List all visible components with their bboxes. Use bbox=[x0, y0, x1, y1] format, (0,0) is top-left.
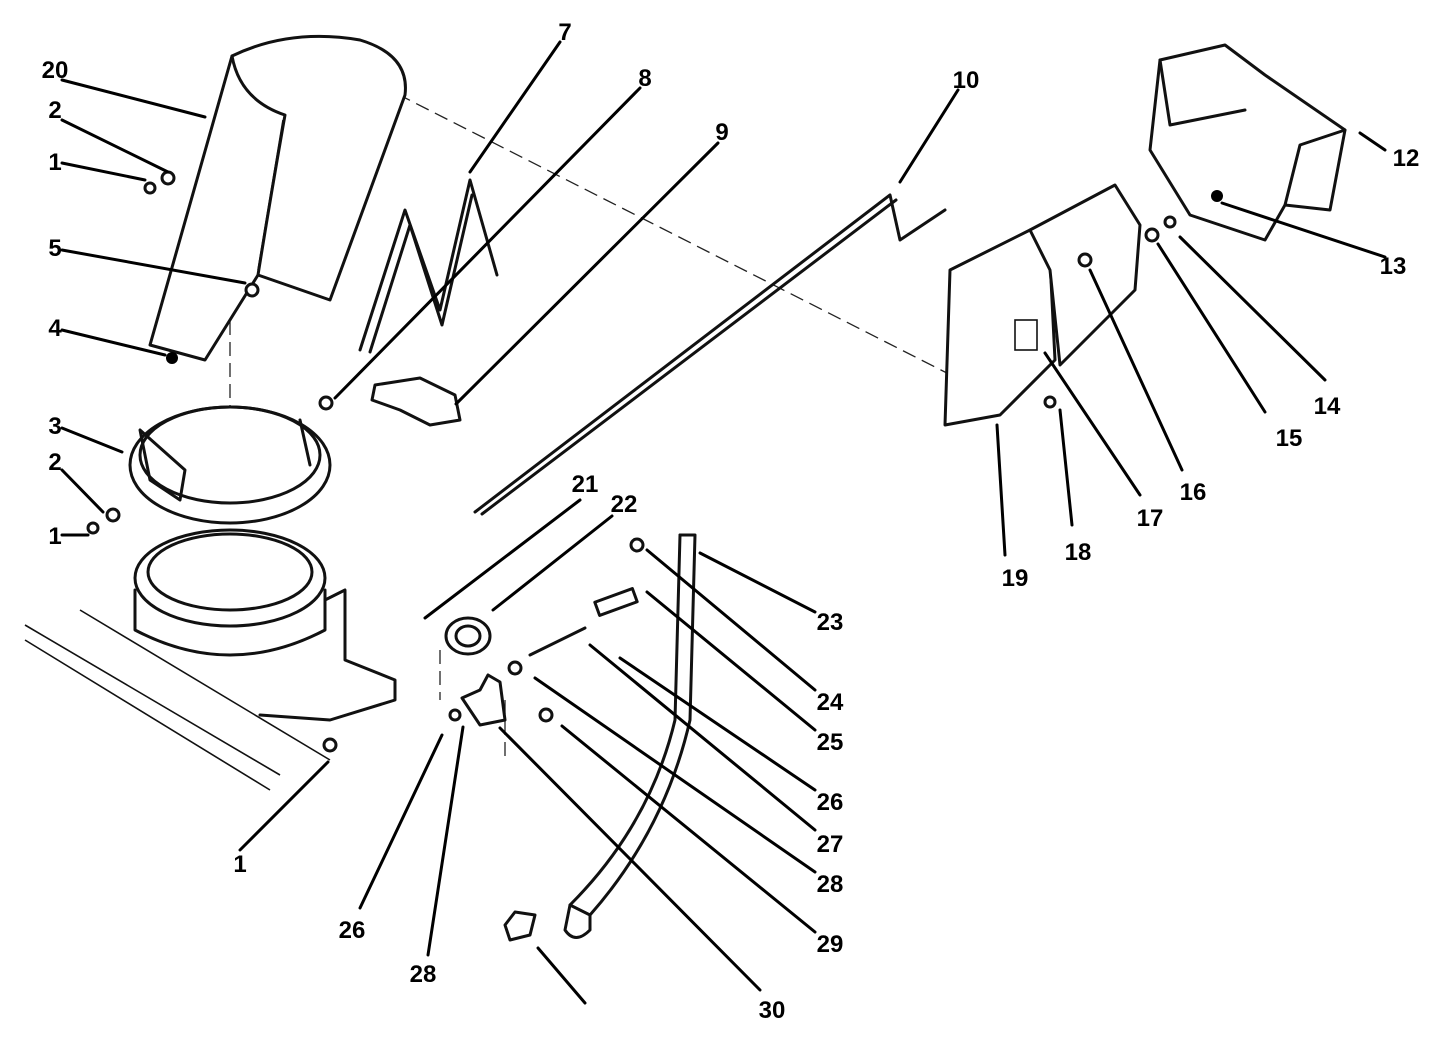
chute-deflector-part bbox=[148, 34, 407, 362]
callout-labels: 20 2 1 5 4 3 2 1 1 7 8 9 10 12 13 14 15 … bbox=[42, 19, 1420, 1024]
callout-7: 7 bbox=[558, 19, 571, 46]
hardware-parts bbox=[86, 170, 1223, 753]
blower-housing-part bbox=[24, 528, 397, 791]
callout-2-mid: 2 bbox=[48, 449, 61, 476]
callout-5: 5 bbox=[48, 235, 61, 262]
callout-8: 8 bbox=[638, 65, 651, 92]
callout-28: 29 bbox=[817, 931, 844, 958]
callout-1-top: 1 bbox=[48, 149, 61, 176]
callout-1-mid: 1 bbox=[48, 523, 61, 550]
callout-6: 20 bbox=[42, 57, 69, 84]
callout-27-right: 28 bbox=[817, 871, 844, 898]
mounting-bracket-part bbox=[460, 673, 507, 727]
callout-22: 23 bbox=[817, 609, 844, 636]
lower-deflector-part bbox=[943, 183, 1142, 427]
control-rod-part bbox=[473, 193, 947, 516]
callout-10: 10 bbox=[953, 67, 980, 94]
callout-19: 19 bbox=[1002, 565, 1029, 592]
callout-14: 14 bbox=[1314, 393, 1341, 420]
callout-9: 9 bbox=[715, 119, 728, 146]
callout-27-left: 28 bbox=[410, 961, 437, 988]
spring-drum-part bbox=[444, 616, 492, 656]
upper-deflector-part bbox=[1148, 43, 1347, 242]
callout-23: 24 bbox=[817, 689, 844, 716]
callout-12: 12 bbox=[1393, 145, 1420, 172]
crank-handle-part bbox=[563, 533, 697, 939]
callout-4: 4 bbox=[48, 315, 62, 342]
callout-18: 18 bbox=[1065, 539, 1092, 566]
callout-16: 16 bbox=[1180, 479, 1207, 506]
callout-24: 25 bbox=[817, 729, 844, 756]
callout-2-top: 2 bbox=[48, 97, 61, 124]
callout-29: 30 bbox=[759, 997, 786, 1024]
callout-13: 13 bbox=[1380, 253, 1407, 280]
callout-26: 27 bbox=[817, 831, 844, 858]
callout-leaders bbox=[60, 40, 1387, 1005]
clamp-block-part bbox=[370, 376, 462, 427]
callout-1-bottom: 1 bbox=[233, 851, 246, 878]
grip-clip-part bbox=[503, 910, 537, 942]
callout-20: 21 bbox=[572, 471, 599, 498]
callout-21: 22 bbox=[611, 491, 638, 518]
callout-25-right: 26 bbox=[817, 789, 844, 816]
callout-25-left: 26 bbox=[339, 917, 366, 944]
chute-ring-part bbox=[128, 405, 332, 525]
callout-3: 3 bbox=[48, 413, 61, 440]
callout-17: 17 bbox=[1137, 505, 1164, 532]
wire-spring-part bbox=[358, 178, 499, 354]
callout-15: 15 bbox=[1276, 425, 1303, 452]
